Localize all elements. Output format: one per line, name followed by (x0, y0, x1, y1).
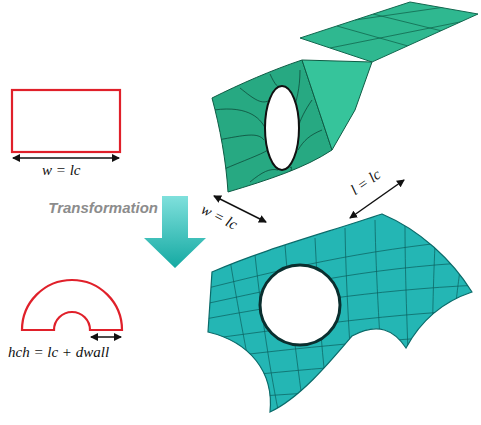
arch-section (22, 280, 122, 330)
rectangle-section (12, 90, 120, 152)
arched-channel-mesh (200, 214, 480, 420)
dimension-label: l = lc (346, 165, 386, 200)
dimension-label: hch = lc + dwall (6, 344, 111, 361)
dimension-arrow (13, 157, 119, 159)
dimension-label: w = lc (196, 200, 242, 234)
transformation-label: Transformation (46, 199, 160, 216)
flat-channel-mesh (212, 2, 478, 192)
dimension-arrow (91, 336, 121, 338)
dimension-label: w = lc (40, 162, 82, 179)
